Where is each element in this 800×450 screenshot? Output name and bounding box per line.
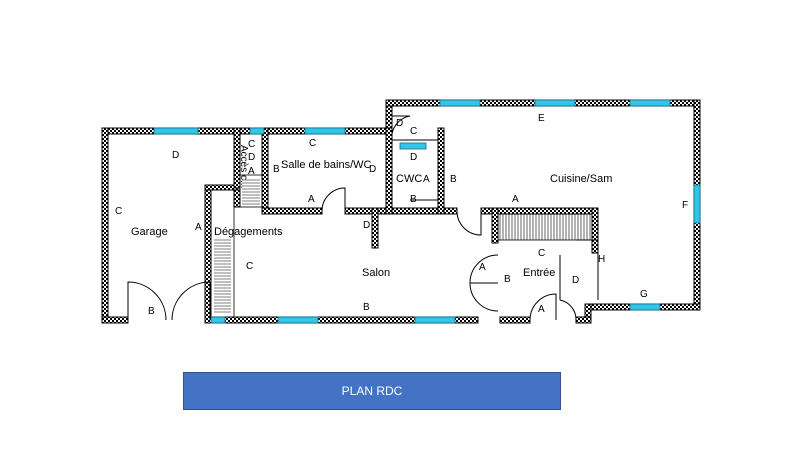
wall-tag: A [195, 222, 202, 233]
plan-title-banner: PLAN RDC [183, 372, 561, 410]
wall-tag: D [172, 150, 179, 161]
wall-tag: B [273, 164, 280, 175]
wall-tag: F [682, 200, 688, 211]
room-label-salle-de-bains: Salle de bains/WC [281, 159, 372, 171]
window-salon-1 [277, 316, 319, 324]
room-label-entree: Entrée [523, 267, 555, 279]
room-label-cuisine: Cuisine/Sam [550, 173, 612, 185]
wall-tag: C [410, 126, 417, 137]
wall-tag: A [423, 174, 430, 185]
window-salon-2 [414, 316, 456, 324]
wall-tag: C [309, 138, 316, 149]
window-garage [153, 127, 199, 135]
wall-tag: A [248, 166, 255, 177]
plan-title: PLAN RDC [341, 384, 403, 398]
window-cuisine-right [693, 184, 701, 224]
stairs-degagement [210, 189, 235, 318]
window-closet [249, 127, 265, 135]
wall-tag: D [363, 220, 370, 231]
wall-tag: C [538, 248, 545, 259]
room-label-salon: Salon [362, 267, 390, 279]
room-labels: Garage Dégagements Salle de bains/WC CWC… [131, 145, 612, 279]
window-sdb [304, 127, 346, 135]
room-label-acces-combles: Accès c... [238, 145, 249, 188]
room-label-garage: Garage [131, 226, 168, 238]
wall-tag: D [572, 275, 579, 286]
wall-tag: E [538, 113, 545, 124]
window-cwc [399, 142, 427, 150]
wall-tag: D [248, 152, 255, 163]
wall-tag: D [410, 152, 417, 163]
partition-lines [392, 139, 599, 300]
wall-tag: B [450, 174, 457, 185]
wall-tag: D [369, 164, 376, 175]
wall-tag: B [363, 302, 370, 313]
wall-tag: A [512, 194, 519, 205]
wall-tag: B [148, 306, 155, 317]
window-cuisine-3 [629, 99, 671, 107]
room-label-cwc: CWC [396, 173, 422, 185]
wall-tag: H [598, 254, 605, 265]
wall-tag: D [396, 118, 403, 129]
doors [127, 115, 577, 321]
window-entree [629, 303, 661, 311]
wall-tag: B [504, 274, 511, 285]
wall-tag: C [246, 261, 253, 272]
room-label-degagements: Dégagements [214, 226, 283, 238]
wall-tag: A [538, 304, 545, 315]
wall-tag: G [640, 289, 648, 300]
wall-tags: D C A B C D A C B D A D C D A B E F B A … [115, 113, 688, 317]
wall-tag: B [410, 194, 417, 205]
windows [153, 99, 701, 324]
wall-tag: A [308, 194, 315, 205]
wall-tag: A [479, 262, 486, 273]
stairs-closet [239, 174, 263, 208]
window-cuisine-1 [439, 99, 481, 107]
wall-tag: C [248, 139, 255, 150]
window-cuisine-2 [534, 99, 576, 107]
window-degagement [210, 316, 226, 324]
wall-tag: C [115, 206, 122, 217]
